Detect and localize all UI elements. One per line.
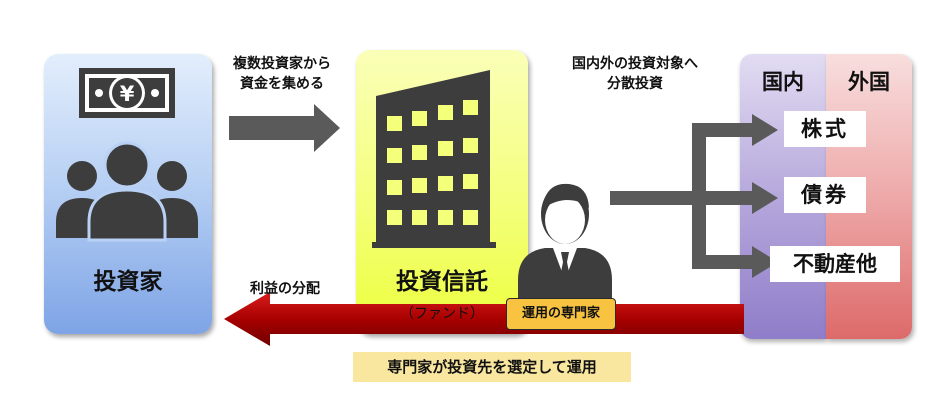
people-group-icon [56,141,198,242]
svg-text:¥: ¥ [120,82,135,106]
diversify-arrows [610,114,778,278]
asset-stocks: 株式 [784,111,866,147]
collect-arrow [229,104,340,152]
collect-funds-label: 複数投資家から [233,56,331,72]
fund-label: 投資信託 [396,269,488,295]
businessman-icon [518,183,612,300]
investor-label: 投資家 [93,269,163,295]
asset-real-estate: 不動産他 [770,246,900,282]
fund-sublabel: （ファンド） [400,306,484,322]
footer-note: 専門家が投資先を選定して運用 [353,352,631,382]
foreign-label: 外国 [848,70,890,94]
collect-funds-label-2: 資金を集める [240,76,324,92]
yen-banknote-icon: ¥ [79,68,175,118]
asset-bonds: 債券 [784,177,866,213]
profit-distribution-label: 利益の分配 [250,281,320,297]
expert-badge: 運用の専門家 [506,298,616,330]
diversify-label: 国内外の投資対象へ [572,56,698,72]
office-building-icon [372,70,496,248]
domestic-label: 国内 [762,70,804,94]
diversify-label-2: 分散投資 [607,76,663,92]
